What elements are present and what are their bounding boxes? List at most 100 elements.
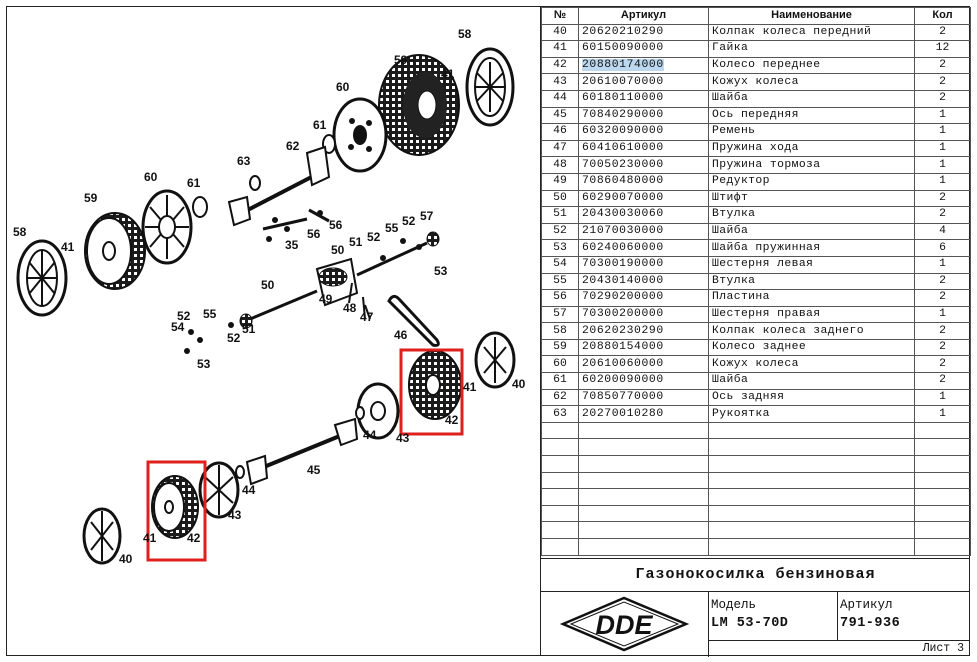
empty-row [541, 488, 971, 506]
row-qty: 4 [914, 222, 971, 241]
row-name: Ось передняя [708, 106, 915, 125]
row-num: 54 [541, 255, 579, 274]
callout: 61 [313, 118, 327, 132]
callout: 49 [319, 292, 333, 306]
row-name: Редуктор [708, 172, 915, 191]
gearbox [239, 231, 440, 329]
callout: 62 [286, 139, 300, 153]
row-article: 60200090000 [578, 372, 709, 390]
row-qty: 1 [914, 405, 971, 423]
brand-logo: DDE [541, 592, 709, 657]
empty-cell [541, 504, 579, 523]
row-name: Рукоятка [708, 405, 915, 423]
row-qty: 1 [914, 123, 971, 141]
empty-cell [541, 538, 579, 556]
row-num: 46 [541, 123, 579, 141]
callout: 53 [434, 264, 448, 278]
empty-cell [541, 455, 579, 473]
row-article: 70850770000 [578, 388, 709, 407]
row-article: 20610070000 [578, 73, 709, 91]
header-article: Артикул [578, 7, 709, 25]
drive-belt [387, 294, 440, 347]
row-qty: 1 [914, 139, 971, 158]
row-article: 21070030000 [578, 222, 709, 241]
callout: 40 [512, 377, 526, 391]
row-qty: 1 [914, 255, 971, 274]
row-qty: 2 [914, 372, 971, 390]
row-num: 58 [541, 322, 579, 340]
empty-row [541, 504, 971, 523]
callout: 63 [237, 154, 251, 168]
callout: 51 [242, 322, 256, 336]
empty-cell [541, 471, 579, 490]
empty-cell [578, 438, 709, 457]
sheet-number: Лист 3 [922, 642, 964, 655]
callout: 40 [119, 552, 133, 566]
front-wheel-left [151, 475, 199, 539]
row-qty: 6 [914, 239, 971, 257]
row-qty: 1 [914, 305, 971, 324]
rear-wheel-left [84, 212, 146, 290]
highlight-front-wheel-right [399, 348, 464, 436]
wheel-cover-left [141, 189, 193, 265]
callout: 60 [336, 80, 350, 94]
row-num: 57 [541, 305, 579, 324]
row-article: 60150090000 [578, 40, 709, 58]
callout: 56 [307, 227, 321, 241]
empty-cell [708, 421, 915, 440]
empty-row [541, 538, 971, 556]
empty-row [541, 421, 971, 440]
row-name: Колпак колеса заднего [708, 322, 915, 340]
empty-cell [914, 455, 971, 473]
row-num: 49 [541, 172, 579, 191]
row-num: 59 [541, 338, 579, 357]
row-num: 56 [541, 289, 579, 307]
row-article: 20620210290 [578, 23, 709, 42]
callout: 60 [144, 170, 158, 184]
row-name: Втулка [708, 206, 915, 224]
row-name: Шайба [708, 222, 915, 241]
callout: 53 [197, 357, 211, 371]
selected-article[interactable]: 20880174000 [582, 59, 664, 72]
empty-cell [708, 521, 915, 539]
row-name: Колесо переднее [708, 56, 915, 75]
empty-cell [578, 471, 709, 490]
row-name: Шайба [708, 89, 915, 108]
row-qty: 2 [914, 89, 971, 108]
header-qty: Кол [914, 7, 971, 25]
empty-cell [541, 438, 579, 457]
row-num: 55 [541, 272, 579, 291]
row-num: 40 [541, 23, 579, 42]
model-cell: Модель LM 53-70D [708, 592, 838, 641]
row-qty: 2 [914, 189, 971, 208]
table-header-row: № Артикул Наименование Кол [541, 7, 971, 25]
row-article: 60320090000 [578, 123, 709, 141]
row-name: Пластина [708, 289, 915, 307]
callout: 44 [242, 483, 256, 497]
washer-front-right [355, 406, 365, 420]
callout: 42 [187, 531, 201, 545]
row-article: 20430030060 [578, 206, 709, 224]
empty-cell [914, 421, 971, 440]
callout: 41 [441, 67, 455, 81]
exploded-parts-diagram: 58 41 59 60 61 62 63 60 61 59 58 41 56 5… [7, 7, 540, 655]
row-num: 62 [541, 388, 579, 407]
row-num: 48 [541, 156, 579, 174]
callout: 41 [143, 531, 157, 545]
rear-hubcap-right [465, 47, 515, 127]
row-name: Пружина тормоза [708, 156, 915, 174]
washer-left [192, 196, 208, 218]
empty-row [541, 455, 971, 473]
callout: 59 [84, 191, 98, 205]
row-qty: 2 [914, 23, 971, 42]
row-name: Колпак колеса передний [708, 23, 915, 42]
